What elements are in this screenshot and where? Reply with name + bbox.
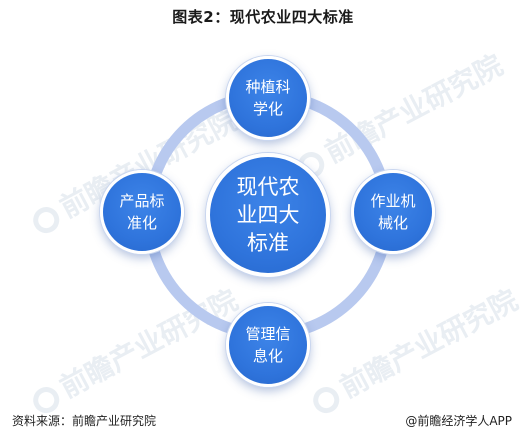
node-product-standardized: 产品标准化 bbox=[100, 170, 184, 254]
source-note: 资料来源：前瞻产业研究院 bbox=[12, 414, 157, 428]
node-label: 产品标准化 bbox=[119, 192, 165, 232]
node-label: 作业机械化 bbox=[370, 192, 416, 232]
node-operation-mechanized: 作业机械化 bbox=[351, 170, 435, 254]
center-node: 现代农业四大标准 bbox=[206, 153, 330, 277]
node-management-informatized: 管理信息化 bbox=[226, 303, 310, 387]
node-label: 管理信息化 bbox=[245, 325, 291, 365]
node-planting-scientific: 种植科学化 bbox=[226, 56, 310, 140]
node-label: 种植科学化 bbox=[245, 78, 291, 118]
chart-title: 图表2：现代农业四大标准 bbox=[172, 8, 354, 26]
center-node-label: 现代农业四大标准 bbox=[236, 175, 300, 255]
credit-note: @前瞻经济学人APP bbox=[405, 414, 512, 428]
